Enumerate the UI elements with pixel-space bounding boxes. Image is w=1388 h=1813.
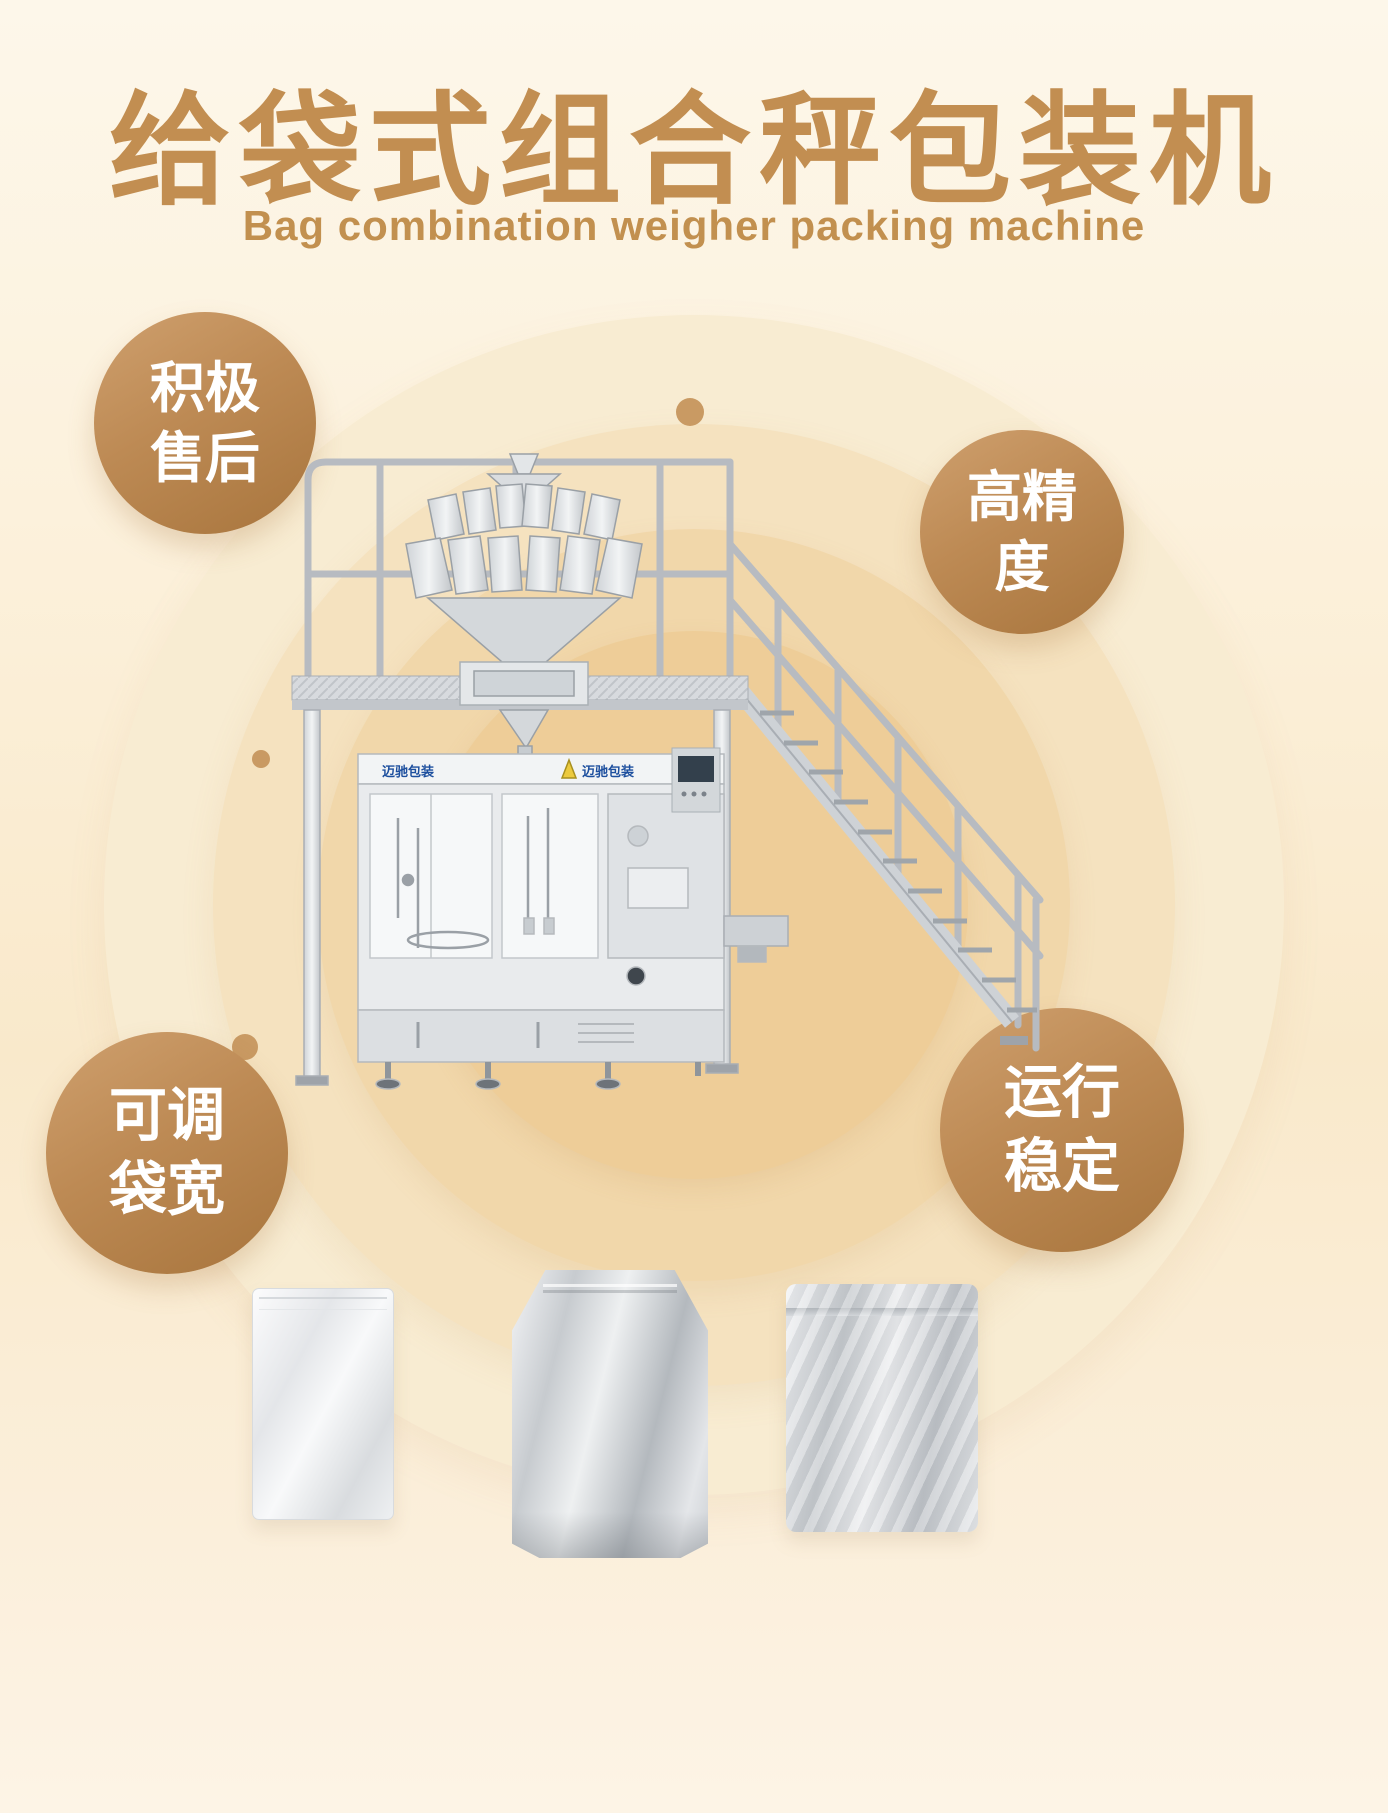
- stair-railing: [726, 540, 1044, 1052]
- machine-feet: [375, 1062, 701, 1090]
- control-panel: [671, 747, 721, 813]
- bag-standup-pouch: [512, 1270, 708, 1558]
- badge-after-sales: 积极 售后: [94, 312, 316, 534]
- badge-stable-operation: 运行 稳定: [940, 1008, 1184, 1252]
- rotary-mechanism: [396, 808, 550, 950]
- page-title: 给袋式组合秤包装机: [109, 83, 1279, 219]
- badge-line: 积极: [149, 356, 260, 419]
- brand-logo-right: 迈驰包装: [582, 764, 634, 779]
- badge-line: 袋宽: [108, 1157, 225, 1222]
- badge-high-precision: 高精 度: [920, 430, 1124, 634]
- stair-foot: [1000, 1036, 1028, 1045]
- page-subtitle: Bag combination weigher packing machine: [242, 202, 1146, 249]
- knob: [626, 966, 646, 986]
- hmi-screen: [678, 756, 714, 782]
- decor-dot: [252, 750, 270, 768]
- badge-line: 运行: [1003, 1059, 1120, 1125]
- badge-line: 度: [994, 536, 1050, 598]
- bag-flat-pouch: [786, 1284, 978, 1532]
- stairs: [729, 680, 1037, 1045]
- decor-dot: [676, 398, 704, 426]
- outfeed-conveyor: [723, 915, 789, 963]
- badge-line: 售后: [149, 427, 260, 489]
- badge-adjustable-bag-width: 可调 袋宽: [46, 1032, 288, 1274]
- badge-line: 可调: [108, 1082, 225, 1148]
- badge-line: 稳定: [1003, 1134, 1120, 1199]
- machine-body: [357, 753, 789, 1090]
- brand-logo-left: 迈驰包装: [382, 764, 434, 779]
- multihead-weigher: [405, 453, 643, 761]
- badge-line: 高精: [966, 465, 1077, 528]
- warning-icon: [560, 757, 578, 779]
- machine-illustration: 迈驰包装 迈驰包装: [291, 453, 1044, 1090]
- bag-flat-sachet: [252, 1288, 394, 1520]
